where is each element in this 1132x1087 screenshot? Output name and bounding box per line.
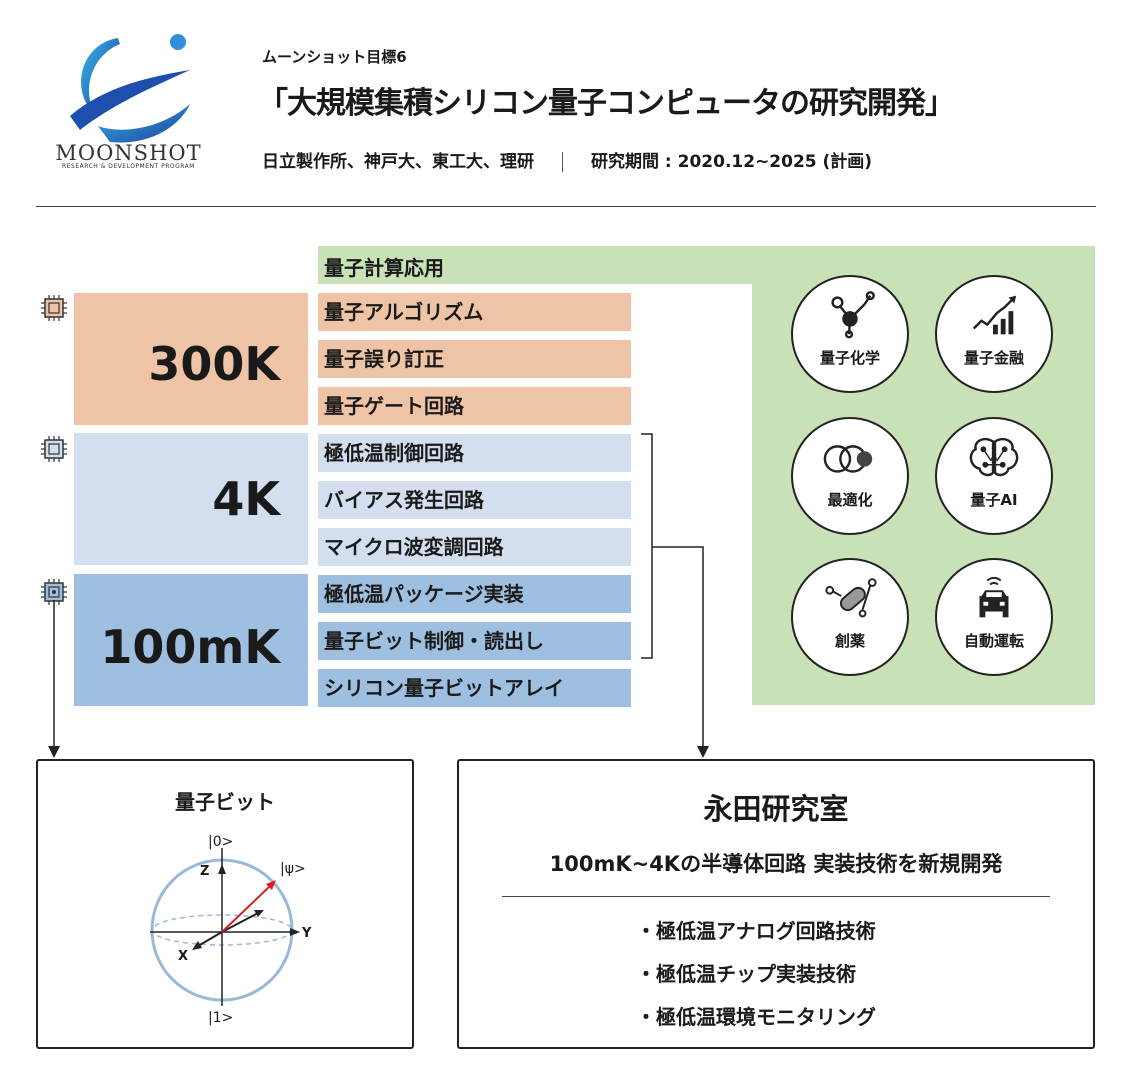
application-header-bar [318, 246, 1095, 284]
lab-divider [502, 896, 1050, 897]
bracket-4k-100mk [641, 433, 653, 659]
stack-row-silicon-qubit-array: シリコン量子ビットアレイ [318, 669, 631, 707]
application-optimization: 最適化 [791, 417, 909, 535]
chip-icon [41, 295, 67, 321]
chip-icon [41, 436, 67, 462]
moonshot-logo [70, 34, 190, 143]
stack-row-cryo-packaging: 極低温パッケージ実装 [318, 575, 631, 613]
temp-block-100mk: 100mK [74, 574, 308, 706]
page-title: 「大規模集積シリコン量子コンピュータの研究開発」 [258, 86, 955, 121]
axis-y-label: Y [302, 926, 312, 941]
ket-one-label: |1> [208, 1010, 234, 1026]
lab-subtitle: 100mK~4Kの半導体回路 実装技術を新規開発 [549, 852, 1003, 876]
logo-wordmark: MOONSHOT [55, 141, 202, 165]
qubit-title: 量子ビット [175, 790, 275, 814]
list-item: ・極低温環境モニタリング [636, 1005, 876, 1029]
application-drug-discovery: 創薬 [791, 558, 909, 676]
logo-subtitle: RESEARCH & DEVELOPMENT PROGRAM [62, 163, 195, 170]
bloch-sphere [150, 848, 300, 1006]
temp-block-4k: 4K [74, 433, 308, 565]
qubit-chip-icon [41, 579, 67, 605]
application-autonomous-driving: 自動運転 [935, 558, 1053, 676]
application-quantum-ai: 量子AI [935, 417, 1053, 535]
capsule-icon [825, 578, 877, 618]
temp-block-300k: 300K [74, 293, 308, 425]
institutions: 日立製作所、神戸大、東工大、理研 [262, 152, 534, 172]
application-label: 量子化学 [819, 349, 880, 367]
lab-panel [457, 759, 1095, 1049]
stack-row-cryo-control: 極低温制御回路 [318, 434, 631, 472]
stack-row-microwave-modulation: マイクロ波変調回路 [318, 528, 631, 566]
stack-row-bias-generator: バイアス発生回路 [318, 481, 631, 519]
molecule-icon [831, 291, 875, 339]
application-label: 自動運転 [963, 632, 1024, 650]
connected-car-icon [979, 576, 1009, 618]
research-period: 研究期間 : 2020.12~2025 (計画) [591, 152, 873, 172]
axis-x-label: X [178, 949, 189, 964]
application-label: 最適化 [827, 491, 873, 509]
application-title: 量子計算応用 [324, 256, 444, 280]
overlapping-circles-icon [823, 445, 873, 473]
project-meta: 日立製作所、神戸大、東工大、理研 研究期間 : 2020.12~2025 (計画) [262, 147, 872, 172]
list-item: ・極低温アナログ回路技術 [636, 919, 876, 943]
axis-z-label: Z [200, 864, 210, 879]
application-label: 創薬 [834, 632, 865, 650]
stack-row-error-correction: 量子誤り訂正 [318, 340, 631, 378]
application-quantum-chemistry: 量子化学 [791, 275, 909, 393]
lab-technology-list: ・極低温アナログ回路技術 ・極低温チップ実装技術 ・極低温環境モニタリング [636, 916, 876, 1045]
ket-psi-label: |ψ> [280, 861, 306, 877]
lab-title: 永田研究室 [703, 792, 849, 826]
application-quantum-finance: 量子金融 [935, 275, 1053, 393]
application-label: 量子金融 [963, 349, 1024, 367]
meta-divider [562, 152, 563, 172]
application-label: 量子AI [970, 491, 1018, 509]
program-kicker: ムーンショット目標6 [262, 48, 407, 66]
list-item: ・極低温チップ実装技術 [636, 962, 856, 986]
brain-network-icon [969, 438, 1019, 477]
header-divider [36, 206, 1096, 207]
arrow-to-lab [652, 546, 704, 748]
stack-row-quantum-algorithm: 量子アルゴリズム [318, 293, 631, 331]
ket-zero-label: |0> [208, 834, 234, 850]
stack-row-qubit-control-readout: 量子ビット制御・読出し [318, 622, 631, 660]
stack-row-gate-circuit: 量子ゲート回路 [318, 387, 631, 425]
rising-chart-icon [972, 295, 1017, 335]
